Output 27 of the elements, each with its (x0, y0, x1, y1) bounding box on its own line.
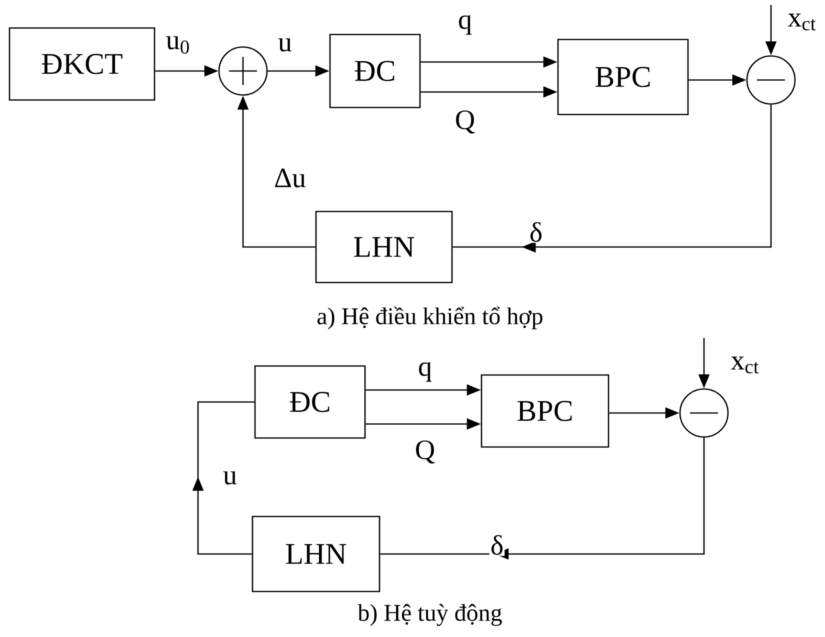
comparator-circle (679, 388, 729, 438)
block-box: BPC (557, 38, 689, 116)
block-box: LHN (252, 516, 380, 592)
block-box: BPC (480, 374, 610, 448)
block-box: ĐC (254, 365, 366, 439)
edge-label: q (457, 14, 473, 36)
edge-label: u (222, 470, 238, 486)
edge-label: u (277, 37, 293, 53)
arrow (380, 438, 705, 560)
edge-label: Q (454, 109, 476, 135)
edge-label: Q (414, 439, 436, 465)
block-box: LHN (315, 210, 453, 284)
block-box: ĐKCT (8, 27, 156, 101)
edge-label: q (417, 361, 433, 383)
caption: b) Hệ tuỳ động (358, 604, 502, 626)
caption: a) Hệ điều khiển tổ hợp (318, 306, 542, 330)
arrow (192, 401, 254, 555)
edge-label: x$_{ct}$ (786, 12, 818, 32)
edge-label: δ (489, 534, 505, 556)
arrow (452, 104, 772, 253)
comparator-circle (746, 55, 796, 105)
edge-label: δ (528, 221, 544, 243)
summing-junction (218, 46, 268, 96)
edge-label: u$_{0}$ (164, 35, 192, 55)
block-box: ĐC (329, 34, 421, 108)
edge-label: Δu (273, 168, 307, 188)
edge-label: x$_{ct}$ (730, 356, 760, 374)
